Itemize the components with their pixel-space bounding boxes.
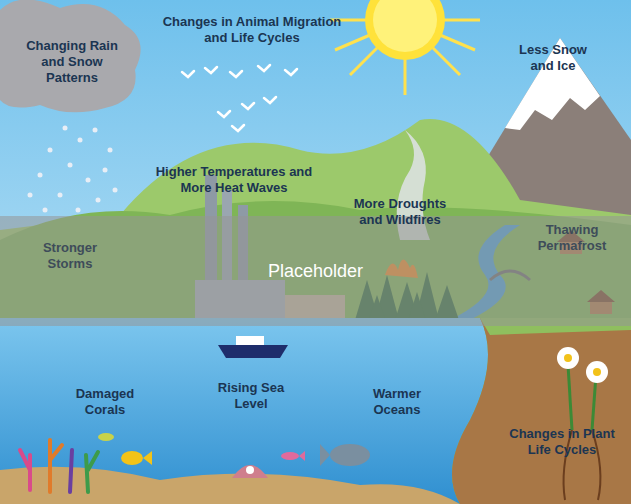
clam bbox=[232, 465, 268, 478]
plants bbox=[557, 347, 608, 500]
valley bbox=[0, 201, 631, 504]
impact-label: Higher Temperatures and More Heat Waves bbox=[154, 164, 314, 196]
rain bbox=[28, 126, 123, 218]
ocean bbox=[0, 318, 488, 504]
impact-label: Changes in Plant Life Cycles bbox=[503, 426, 621, 458]
fish bbox=[98, 433, 370, 466]
impact-label: More Droughts and Wildfires bbox=[344, 196, 456, 228]
impact-label: Rising Sea Level bbox=[209, 380, 293, 412]
overlay-band: Placeholder bbox=[0, 216, 631, 326]
snow-cap bbox=[505, 38, 600, 130]
band-text: Placeholder bbox=[268, 261, 363, 282]
impact-label: Changes in Animal Migration and Life Cyc… bbox=[158, 14, 346, 46]
impact-label: Stronger Storms bbox=[28, 240, 112, 272]
boat bbox=[218, 336, 288, 358]
impact-label: Warmer Oceans bbox=[357, 386, 437, 418]
impact-label: Thawing Permafrost bbox=[524, 222, 620, 254]
hills bbox=[0, 119, 631, 504]
ground bbox=[452, 318, 631, 504]
impact-label: Less Snow and Ice bbox=[508, 42, 598, 74]
impact-label: Changing Rain and Snow Patterns bbox=[20, 38, 124, 86]
storm-cloud bbox=[0, 0, 141, 112]
sun bbox=[330, 0, 480, 95]
corals bbox=[20, 440, 98, 492]
birds bbox=[182, 65, 297, 131]
impact-label: Damaged Corals bbox=[63, 386, 147, 418]
